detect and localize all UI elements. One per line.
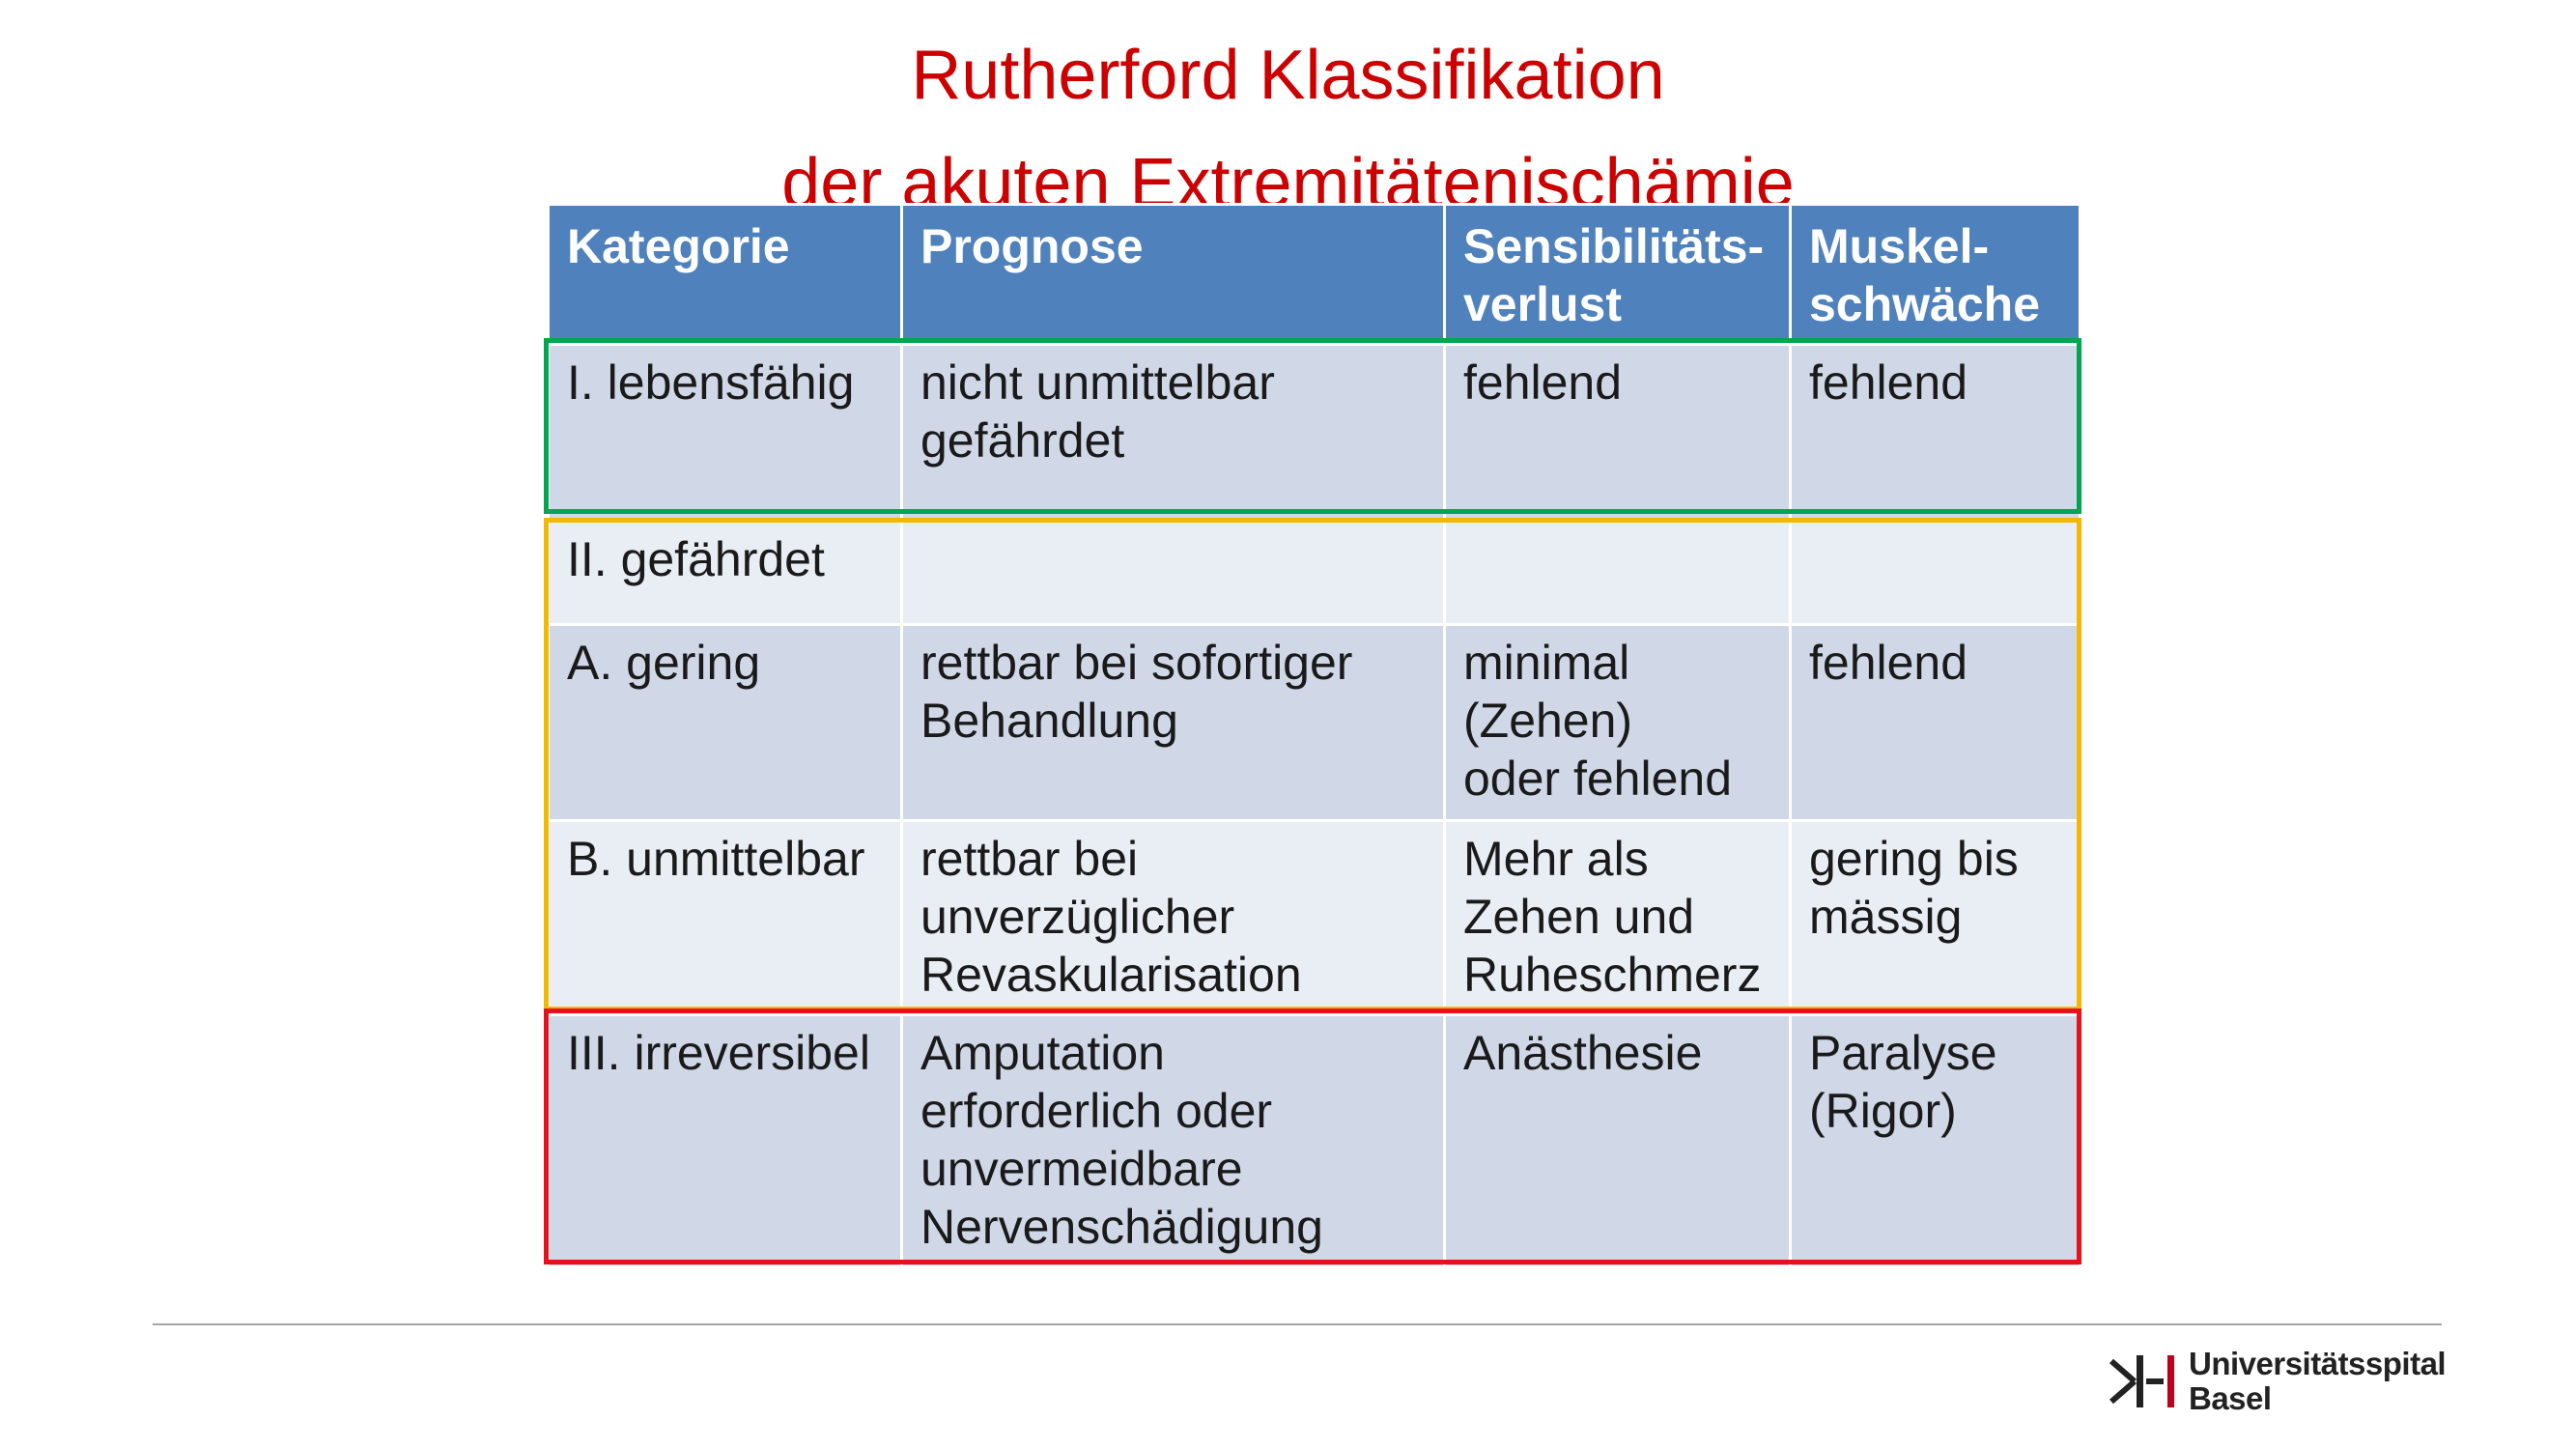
logo-wordmark: Universitätsspital Basel <box>2189 1346 2447 1416</box>
cell-line: fehlend <box>1463 355 1623 410</box>
universitaetsspital-basel-logo-icon <box>2109 1355 2174 1407</box>
cell-sensibilitaetsverlust <box>1443 520 1792 626</box>
cell-line: Anästhesie <box>1463 1026 1703 1080</box>
header-line: Kategorie <box>567 219 790 273</box>
cell-line: III. irreversibel <box>567 1026 870 1080</box>
table-row: B. unmittelbar rettbar bei unverzügliche… <box>547 819 2081 1016</box>
footer-divider <box>153 1323 2442 1325</box>
cell-kategorie: III. irreversibel <box>547 1013 903 1268</box>
cell-kategorie: A. gering <box>547 623 903 822</box>
header-prognose: Prognose <box>900 203 1446 346</box>
cell-line: unvermeidbare <box>920 1142 1243 1196</box>
table-row: III. irreversibel Amputation erforderlic… <box>547 1013 2081 1268</box>
header-sensibilitaetsverlust: Sensibilitäts- verlust <box>1443 203 1792 346</box>
cell-line: unverzüglicher <box>920 890 1235 944</box>
cell-line: Zehen und <box>1463 890 1695 944</box>
cell-prognose: nicht unmittelbar gefährdet <box>900 343 1446 523</box>
cell-kategorie: I. lebensfähig <box>547 343 903 523</box>
cell-line: erforderlich oder <box>920 1084 1273 1138</box>
header-kategorie: Kategorie <box>547 203 903 346</box>
cell-prognose: Amputation erforderlich oder unvermeidba… <box>900 1013 1446 1268</box>
table-row: I. lebensfähig nicht unmittelbar gefährd… <box>547 343 2081 523</box>
table-header-row: Kategorie Prognose Sensibilitäts- verlus… <box>547 203 2081 346</box>
cell-line: Nervenschädigung <box>920 1200 1323 1254</box>
cell-line: mässig <box>1809 890 1963 944</box>
cell-sensibilitaetsverlust: Anästhesie <box>1443 1013 1792 1268</box>
cell-line: rettbar bei <box>920 832 1139 886</box>
logo-line-2: Basel <box>2189 1380 2272 1416</box>
rutherford-table: Kategorie Prognose Sensibilitäts- verlus… <box>547 203 2081 1268</box>
cell-line: Behandlung <box>920 694 1178 748</box>
cell-line: Ruheschmerz <box>1463 948 1762 1002</box>
cell-prognose: rettbar bei sofortiger Behandlung <box>900 623 1446 822</box>
cell-line: II. gefährdet <box>567 532 825 586</box>
cell-line: fehlend <box>1809 355 1968 410</box>
cell-line: oder fehlend <box>1463 752 1733 806</box>
cell-sensibilitaetsverlust: Mehr als Zehen und Ruheschmerz <box>1443 819 1792 1016</box>
cell-line: (Rigor) <box>1809 1084 1957 1138</box>
cell-muskelschwaeche <box>1789 520 2081 626</box>
cell-line: gering bis <box>1809 832 2019 886</box>
table-row: A. gering rettbar bei sofortiger Behandl… <box>547 623 2081 822</box>
universitaetsspital-basel-logo: Universitätsspital Basel <box>2106 1343 2447 1420</box>
cell-muskelschwaeche: Paralyse (Rigor) <box>1789 1013 2081 1268</box>
cell-line: gefährdet <box>920 413 1125 468</box>
cell-line: Amputation <box>920 1026 1165 1080</box>
header-line: Sensibilitäts- <box>1463 219 1765 273</box>
cell-kategorie: II. gefährdet <box>547 520 903 626</box>
cell-line: B. unmittelbar <box>567 832 865 886</box>
logo-line-1: Universitätsspital <box>2189 1346 2447 1381</box>
cell-prognose: rettbar bei unverzüglicher Revaskularisa… <box>900 819 1446 1016</box>
cell-sensibilitaetsverlust: fehlend <box>1443 343 1792 523</box>
cell-line: rettbar bei sofortiger <box>920 636 1353 690</box>
cell-line: nicht unmittelbar <box>920 355 1275 410</box>
cell-line: (Zehen) <box>1463 694 1633 748</box>
title-line-1: Rutherford Klassifikation <box>911 37 1665 114</box>
cell-kategorie: B. unmittelbar <box>547 819 903 1016</box>
header-line: verlust <box>1463 277 1622 331</box>
table-row: II. gefährdet <box>547 520 2081 626</box>
header-line: Muskel- <box>1809 219 1990 273</box>
cell-line: Mehr als <box>1463 832 1649 886</box>
cell-line: Paralyse <box>1809 1026 1997 1080</box>
cell-muskelschwaeche: gering bis mässig <box>1789 819 2081 1016</box>
cell-muskelschwaeche: fehlend <box>1789 623 2081 822</box>
header-line: schwäche <box>1809 277 2041 331</box>
cell-line: minimal <box>1463 636 1630 690</box>
cell-line: A. gering <box>567 636 761 690</box>
cell-sensibilitaetsverlust: minimal (Zehen) oder fehlend <box>1443 623 1792 822</box>
cell-muskelschwaeche: fehlend <box>1789 343 2081 523</box>
cell-line: Revaskularisation <box>920 948 1302 1002</box>
cell-line: fehlend <box>1809 636 1968 690</box>
cell-prognose <box>900 520 1446 626</box>
cell-line: I. lebensfähig <box>567 355 855 410</box>
header-muskelschwaeche: Muskel- schwäche <box>1789 203 2081 346</box>
header-line: Prognose <box>920 219 1144 273</box>
